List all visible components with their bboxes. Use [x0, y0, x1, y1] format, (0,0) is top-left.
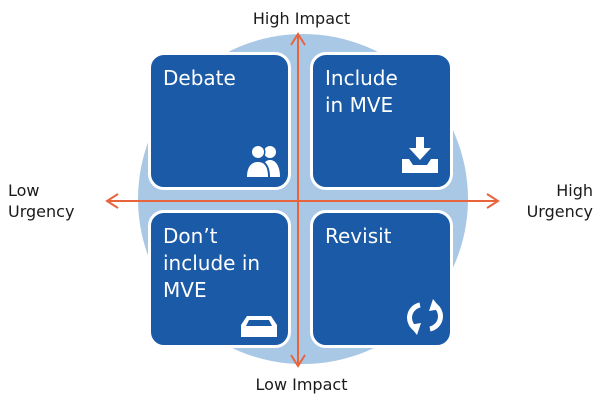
- quadrant-revisit-label: Revisit: [325, 224, 392, 248]
- arrowhead-up: [290, 32, 306, 46]
- arrowhead-left: [105, 193, 119, 209]
- quadrant-debate-label: Debate: [163, 66, 236, 90]
- quadrant-include-in-mve: Include in MVE: [310, 52, 453, 190]
- quadrant-dont-include-label: Don’t include in MVE: [163, 224, 261, 302]
- empty-tray-icon: [241, 316, 277, 337]
- arrowhead-right: [486, 193, 500, 209]
- axis-label-low-impact: Low Impact: [255, 375, 348, 394]
- quadrant-revisit: Revisit: [310, 210, 453, 348]
- quadrant-include-label: Include in MVE: [325, 66, 398, 117]
- axis-label-high-urgency: High Urgency: [526, 181, 593, 221]
- arrowhead-down: [290, 354, 306, 368]
- quadrant-dont-include: Don’t include in MVE: [148, 210, 291, 348]
- quadrant-debate: Debate: [148, 52, 291, 190]
- axis-label-low-urgency: Low Urgency: [8, 181, 75, 221]
- refresh-icon: [407, 299, 443, 335]
- axis-label-high-impact: High Impact: [252, 9, 351, 28]
- download-tray-icon: [402, 137, 438, 173]
- users-icon: [245, 144, 280, 177]
